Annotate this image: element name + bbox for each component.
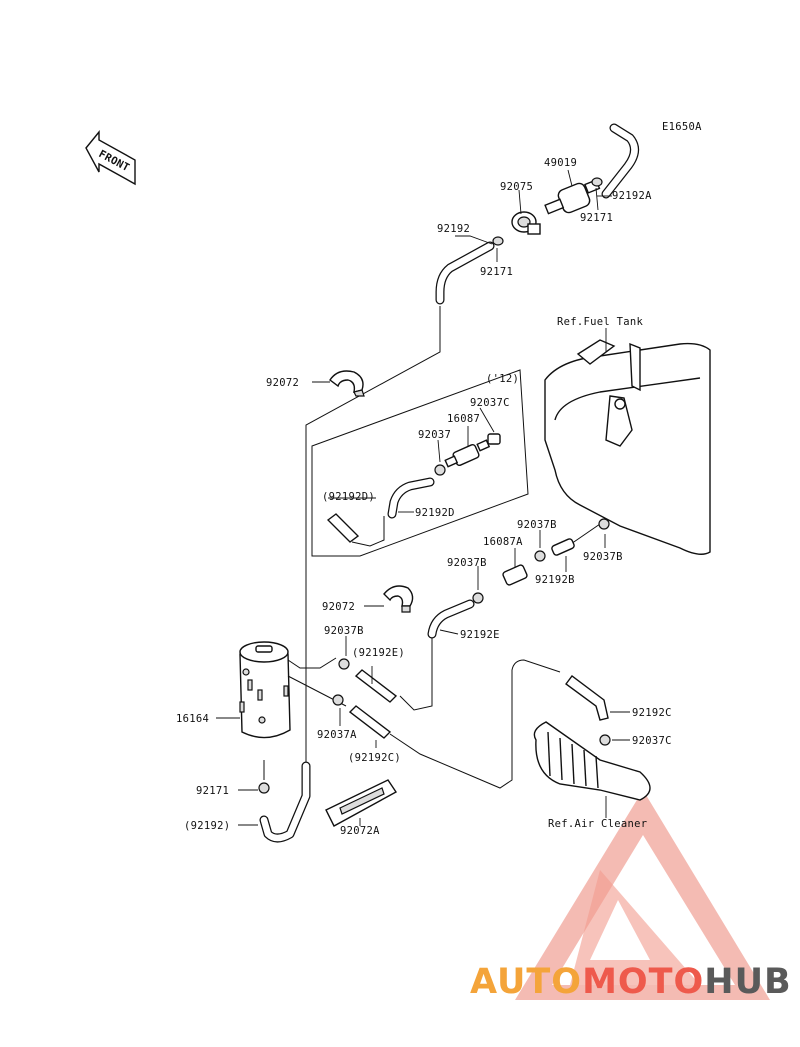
label-16164: 16164 xyxy=(176,713,209,725)
label-16087A: 16087A xyxy=(483,536,523,548)
clamp-92171-mid xyxy=(492,236,504,246)
watermark-part2: MOTO xyxy=(582,962,705,1002)
check-valve-16087 xyxy=(444,439,491,468)
hose-92192E-paren xyxy=(354,669,398,703)
top-hose-92192A xyxy=(601,123,639,199)
fuel-tank xyxy=(544,339,711,555)
hose-92192C xyxy=(565,675,609,721)
label-92037A: 92037A xyxy=(317,729,357,741)
label-92037C-right: 92037C xyxy=(632,735,672,747)
label-49019: 49019 xyxy=(544,157,577,169)
hose-92192C-paren xyxy=(348,705,392,739)
label-92192D-paren: (92192D) xyxy=(322,491,375,503)
label-92192B: 92192B xyxy=(535,574,575,586)
automotohub-logo-triangle xyxy=(515,790,770,1000)
label-92037: 92037 xyxy=(418,429,451,441)
label-92192C: 92192C xyxy=(632,707,672,719)
clamp-92037 xyxy=(434,464,446,476)
air-cleaner-duct xyxy=(533,721,651,801)
label-92192E-paren: (92192E) xyxy=(352,647,405,659)
clamp-92171-top xyxy=(591,177,603,187)
grommet-92075 xyxy=(511,211,541,235)
watermark-part3: HUB xyxy=(704,962,792,1002)
cap-92037C xyxy=(487,433,501,445)
label-92192-top: 92192 xyxy=(437,223,470,235)
label-92075: 92075 xyxy=(500,181,533,193)
label-92171-top: 92171 xyxy=(580,212,613,224)
label-92171-mid: 92171 xyxy=(480,266,513,278)
clamp-92037B-left xyxy=(338,658,350,670)
clamp-92037B-r1 xyxy=(598,518,610,530)
hose-92192B xyxy=(551,538,575,556)
automotohub-watermark: AUTOMOTOHUB xyxy=(470,962,792,1002)
watermark-part1: AUTO xyxy=(470,962,583,1002)
label-92192E: 92192E xyxy=(460,629,500,641)
clamp-92037B-r2 xyxy=(534,550,546,562)
hose-92192-bottom xyxy=(259,761,311,843)
label-92037B-r2: 92037B xyxy=(583,551,623,563)
band-92072-top xyxy=(329,370,365,397)
label-92192D: 92192D xyxy=(415,507,455,519)
canister-16164 xyxy=(239,641,291,739)
front-direction-arrow: FRONT xyxy=(85,130,136,186)
label-92192C-paren: (92192C) xyxy=(348,752,401,764)
hose-92192D-alt xyxy=(326,513,360,543)
label-92037B-left: 92037B xyxy=(324,625,364,637)
clamp-92171-bottom xyxy=(258,782,270,794)
label-92072A: 92072A xyxy=(340,825,380,837)
check-valve-16087A xyxy=(502,564,528,586)
ref-fuel-tank: Ref.Fuel Tank xyxy=(557,316,643,328)
label-16087: 16087 xyxy=(447,413,480,425)
label-92037B-mid: 92037B xyxy=(447,557,487,569)
label-92037C: 92037C xyxy=(470,397,510,409)
label-92171-bottom: 92171 xyxy=(196,785,229,797)
year-2012-box xyxy=(311,369,529,557)
clamp-92037A xyxy=(332,694,344,706)
label-92072-top: 92072 xyxy=(266,377,299,389)
ref-air-cleaner: Ref.Air Cleaner xyxy=(548,818,647,830)
diagram-code: E1650A xyxy=(662,121,702,133)
band-92072-mid xyxy=(383,585,414,613)
label-92072-mid: 92072 xyxy=(322,601,355,613)
label-92192A: 92192A xyxy=(612,190,652,202)
year-note: ('12) xyxy=(486,373,519,385)
clamp-92037B-mid xyxy=(472,592,484,604)
bracket-92072A xyxy=(325,779,398,827)
hose-92192-top xyxy=(435,241,495,305)
hose-92192E xyxy=(427,599,475,639)
label-92037B-r1: 92037B xyxy=(517,519,557,531)
hose-92192D xyxy=(387,477,435,519)
clamp-92037C-right xyxy=(599,734,611,746)
label-92192-paren: (92192) xyxy=(184,820,230,832)
